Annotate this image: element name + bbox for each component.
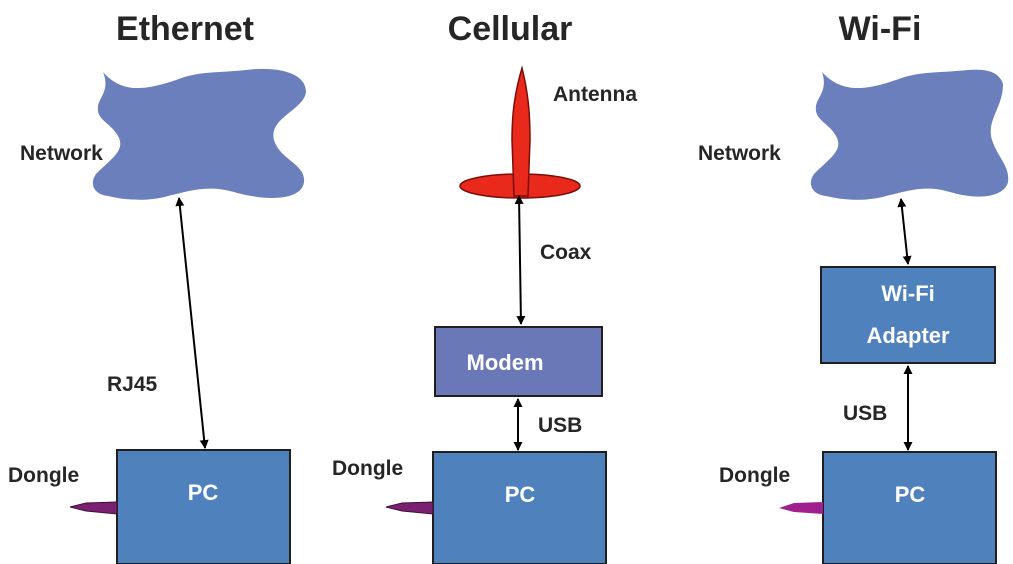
label-adapter-line1: Wi-Fi [881, 281, 935, 306]
title-ethernet: Ethernet [116, 10, 254, 48]
pc-box-ethernet [116, 449, 291, 564]
network-cloud-ethernet [92, 68, 306, 200]
label-usb-cellular: USB [538, 414, 582, 437]
label-adapter-line2: Adapter [866, 323, 950, 348]
wifi-adapter-box [820, 266, 996, 364]
modem-box [434, 326, 603, 397]
label-antenna: Antenna [553, 83, 637, 106]
label-coax: Coax [540, 241, 592, 264]
label-pc-ethernet: PC [188, 480, 219, 505]
wireless-link-arrow [897, 198, 912, 265]
label-dongle-cellular: Dongle [332, 457, 403, 480]
label-dongle-wifi: Dongle [719, 464, 790, 487]
title-wifi: Wi-Fi [839, 10, 922, 48]
dongle-icon-ethernet [69, 501, 118, 515]
label-usb-wifi: USB [843, 402, 887, 425]
label-modem: Modem [467, 350, 544, 375]
pc-box-cellular [432, 451, 607, 564]
title-cellular: Cellular [448, 10, 573, 48]
pc-box-wifi [822, 451, 997, 564]
rj45-cable-arrow [175, 197, 209, 449]
label-pc-cellular: PC [505, 482, 536, 507]
label-pc-wifi: PC [895, 482, 926, 507]
dongle-icon-wifi [779, 502, 823, 514]
label-network-wifi: Network [698, 142, 781, 165]
label-rj45: RJ45 [107, 373, 158, 396]
label-dongle-ethernet: Dongle [8, 464, 79, 487]
label-network-ethernet: Network [20, 142, 103, 165]
coax-cable-arrow [514, 195, 526, 325]
dongle-icon-cellular [385, 501, 434, 515]
network-cloud-wifi [810, 69, 1009, 200]
